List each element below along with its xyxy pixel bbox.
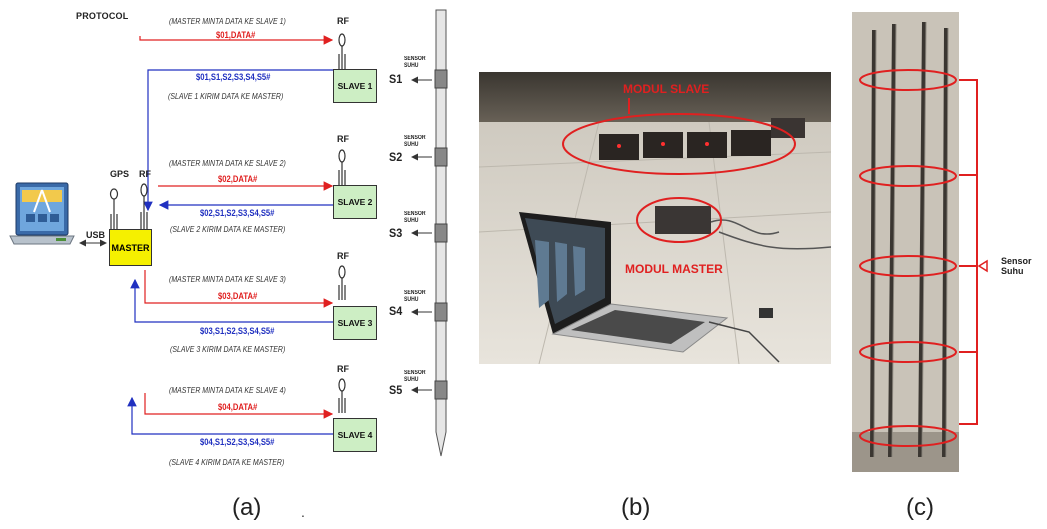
caption-a: (a) bbox=[232, 494, 262, 521]
slave-3-box: SLAVE 3 bbox=[333, 306, 377, 340]
rf-antenna-slave-2 bbox=[338, 149, 346, 185]
response-message-4: $04,S1,S2,S3,S4,S5# bbox=[200, 437, 275, 447]
sensor-name-1: S1 bbox=[389, 72, 403, 86]
laptop-icon bbox=[9, 182, 75, 245]
slave-4-box: SLAVE 4 bbox=[333, 418, 377, 452]
gps-label: GPS bbox=[110, 169, 130, 179]
slave-1-box: SLAVE 1 bbox=[333, 69, 377, 103]
caption-b: (b) bbox=[621, 494, 651, 521]
setup-photo-illustration bbox=[479, 72, 831, 364]
protocol-title: PROTOCOL bbox=[76, 11, 129, 21]
protocol-arrows bbox=[9, 9, 448, 457]
sensor-highlight-ellipses bbox=[859, 69, 957, 447]
sensor-bracket bbox=[959, 79, 988, 425]
caption-c: (c) bbox=[906, 494, 934, 521]
rf-antenna-master bbox=[140, 183, 148, 229]
gps-antenna bbox=[109, 188, 119, 229]
request-arrow-1 bbox=[139, 35, 334, 45]
response-message-2: $02,S1,S2,S3,S4,S5# bbox=[200, 208, 275, 218]
sensor-rods-illustration bbox=[852, 12, 959, 472]
modul-master-label: MODUL MASTER bbox=[625, 262, 723, 276]
rf-label-slave-3: RF bbox=[337, 251, 349, 261]
request-note-3: (MASTER MINTA DATA KE SLAVE 3) bbox=[169, 274, 286, 284]
sensor-name-4: S4 bbox=[389, 304, 403, 318]
response-note-1: (SLAVE 1 KIRIM DATA KE MASTER) bbox=[168, 91, 284, 101]
request-arrow-3 bbox=[144, 270, 334, 308]
rf-label-master: RF bbox=[139, 169, 151, 179]
panel-c-photo bbox=[852, 12, 959, 472]
rf-label-slave-2: RF bbox=[337, 134, 349, 144]
master-box: MASTER bbox=[109, 229, 152, 266]
request-arrow-4 bbox=[144, 393, 334, 419]
response-message-1: $01,S1,S2,S3,S4,S5# bbox=[196, 72, 271, 82]
rf-label-slave-1: RF bbox=[337, 16, 349, 26]
caption-dot: . bbox=[301, 504, 305, 520]
response-message-3: $03,S1,S2,S3,S4,S5# bbox=[200, 326, 275, 336]
response-arrow-1 bbox=[143, 69, 333, 212]
sensor-name-2: S2 bbox=[389, 150, 403, 164]
rf-antenna-slave-3 bbox=[338, 265, 346, 300]
response-arrow-4 bbox=[127, 396, 333, 435]
slave-2-box: SLAVE 2 bbox=[333, 185, 377, 219]
usb-label: USB bbox=[86, 230, 106, 240]
sensor-name-5: S5 bbox=[389, 383, 403, 397]
sensor-pole bbox=[434, 9, 448, 457]
request-message-2: $02,DATA# bbox=[218, 174, 258, 184]
slave-highlight-ellipse bbox=[562, 113, 796, 175]
response-note-2: (SLAVE 2 KIRIM DATA KE MASTER) bbox=[170, 224, 286, 234]
request-message-4: $04,DATA# bbox=[218, 402, 258, 412]
rf-label-slave-4: RF bbox=[337, 364, 349, 374]
sensor-name-3: S3 bbox=[389, 226, 403, 240]
request-note-1: (MASTER MINTA DATA KE SLAVE 1) bbox=[169, 16, 286, 26]
request-note-4: (MASTER MINTA DATA KE SLAVE 4) bbox=[169, 385, 286, 395]
rf-antenna-slave-1 bbox=[338, 33, 346, 69]
request-message-3: $03,DATA# bbox=[218, 291, 258, 301]
rf-antenna-slave-4 bbox=[338, 378, 346, 413]
response-arrow-3 bbox=[130, 278, 333, 323]
request-note-2: (MASTER MINTA DATA KE SLAVE 2) bbox=[169, 158, 286, 168]
response-note-4: (SLAVE 4 KIRIM DATA KE MASTER) bbox=[169, 457, 285, 467]
request-message-1: $01,DATA# bbox=[216, 30, 256, 40]
modul-slave-label: MODUL SLAVE bbox=[623, 82, 710, 96]
panel-b-photo: MODUL SLAVE MODUL MASTER bbox=[479, 72, 831, 364]
response-note-3: (SLAVE 3 KIRIM DATA KE MASTER) bbox=[170, 344, 286, 354]
master-highlight-ellipse bbox=[636, 197, 722, 243]
